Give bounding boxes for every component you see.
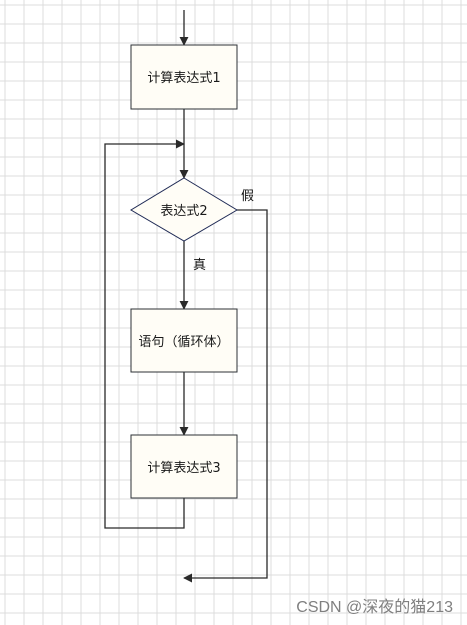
true-label: 真 — [193, 258, 206, 273]
edge-expr2-false-exit — [183, 209, 268, 583]
process-box — [130, 44, 238, 110]
node-statement: 语句（循环体） — [130, 308, 238, 373]
process-box — [130, 434, 238, 499]
process-box — [130, 308, 238, 373]
node-compute-expr1: 计算表达式1 — [130, 44, 238, 110]
node-label: 语句（循环体） — [138, 335, 229, 350]
node-compute-expr3: 计算表达式3 — [130, 434, 238, 499]
node-expr2-decision: 表达式2 — [130, 177, 238, 242]
edge-expr3-loop-back — [104, 139, 185, 529]
watermark: CSDN @深夜的猫213 — [296, 599, 453, 616]
node-label: 计算表达式1 — [147, 71, 220, 86]
node-label: 表达式2 — [160, 204, 207, 219]
false-label: 假 — [241, 189, 254, 204]
decision-diamond — [130, 177, 238, 242]
node-label: 计算表达式3 — [147, 461, 220, 476]
